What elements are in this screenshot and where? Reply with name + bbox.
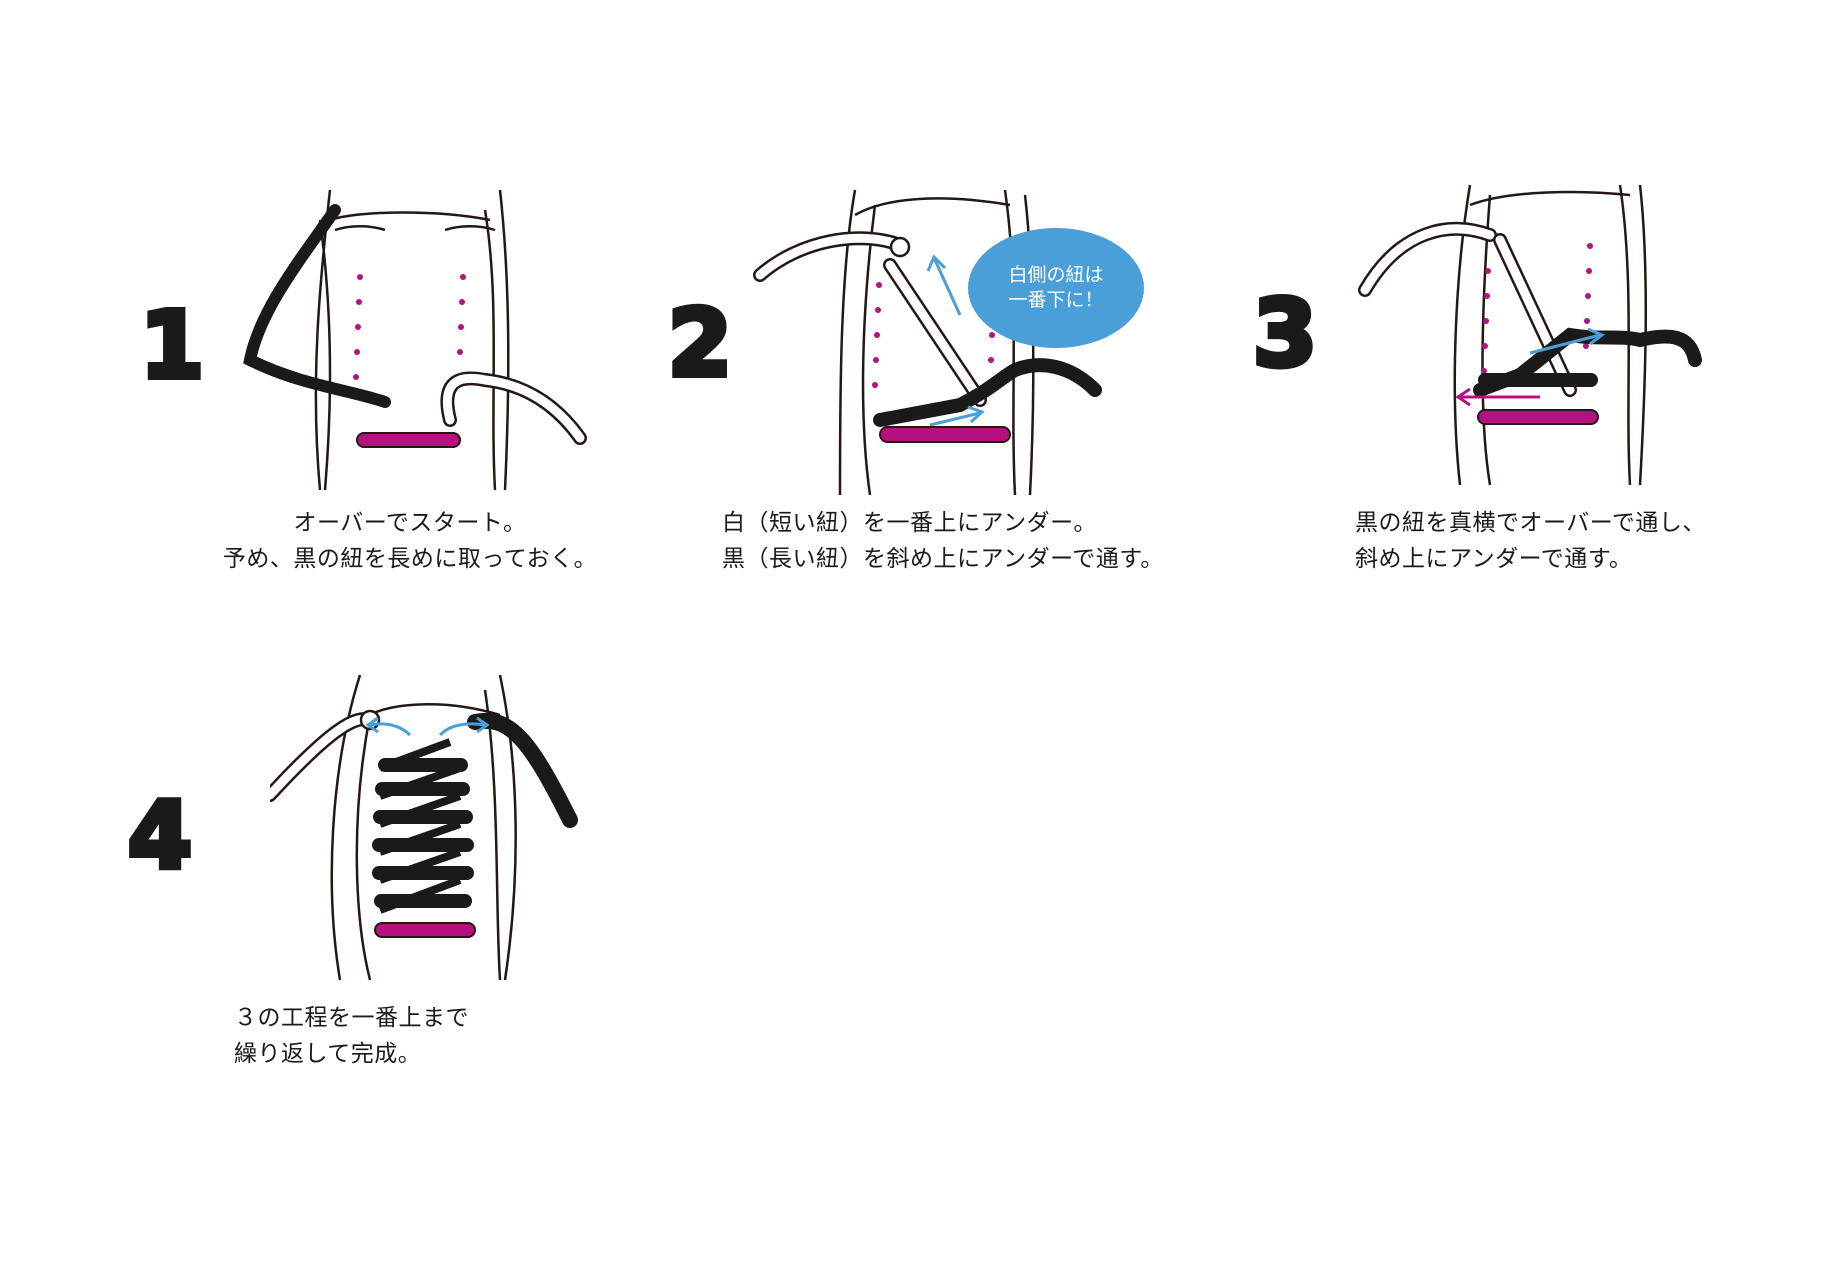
- caption-line: オーバーでスタート。: [293, 510, 527, 536]
- blue-arrow: [438, 722, 486, 737]
- speech-bubble: 白側の紐は 一番下に！: [968, 228, 1144, 348]
- step-4-illustration: [270, 674, 578, 981]
- magenta-lace-bar: [1477, 409, 1599, 425]
- black-lace-bars: [372, 758, 474, 908]
- magenta-lace-bar: [879, 426, 1011, 443]
- bubble-line: 一番下に！: [1008, 289, 1104, 311]
- blue-arrow: [369, 722, 412, 737]
- magenta-lace-bar: [374, 922, 476, 938]
- black-lace: [467, 712, 578, 828]
- caption-line: 斜め上にアンダーで通す。: [1355, 546, 1633, 572]
- step-3-illustration: [1358, 184, 1702, 486]
- caption-line: 白（短い紐）を一番上にアンダー。: [722, 510, 1097, 536]
- black-lace: [1473, 327, 1702, 397]
- caption-line: 繰り返して完成。: [234, 1041, 422, 1067]
- caption-line: 予め、黒の紐を長めに取っておく。: [222, 546, 598, 572]
- caption-line: 黒の紐を真横でオーバーで通し、: [1355, 510, 1706, 536]
- step-number: 1: [137, 292, 207, 399]
- blue-arrow: [1529, 333, 1601, 355]
- blue-arrow: [933, 259, 962, 316]
- step-2-illustration: [753, 189, 1102, 495]
- caption-line: ３の工程を一番上まで: [234, 1005, 469, 1031]
- step-4-caption: ３の工程を一番上まで 繰り返して完成。: [234, 1000, 469, 1072]
- black-lace: [243, 204, 391, 408]
- step-3-caption: 黒の紐を真横でオーバーで通し、 斜め上にアンダーで通す。: [1355, 505, 1706, 577]
- eyelet-dots: [353, 274, 466, 380]
- step-number: 3: [1250, 280, 1320, 387]
- step-1-caption: オーバーでスタート。 予め、黒の紐を長めに取っておく。: [195, 505, 625, 577]
- black-lace: [873, 358, 1102, 427]
- step-1-illustration: [243, 189, 587, 491]
- step-number: 4: [125, 782, 195, 889]
- magenta-lace-bar: [356, 432, 461, 448]
- step-2-caption: 白（短い紐）を一番上にアンダー。 黒（長い紐）を斜め上にアンダーで通す。: [722, 505, 1164, 577]
- bubble-line: 白側の紐は: [1008, 264, 1104, 286]
- step-number: 2: [665, 290, 735, 397]
- blue-arrow: [929, 411, 981, 427]
- caption-line: 黒（長い紐）を斜め上にアンダーで通す。: [722, 546, 1164, 572]
